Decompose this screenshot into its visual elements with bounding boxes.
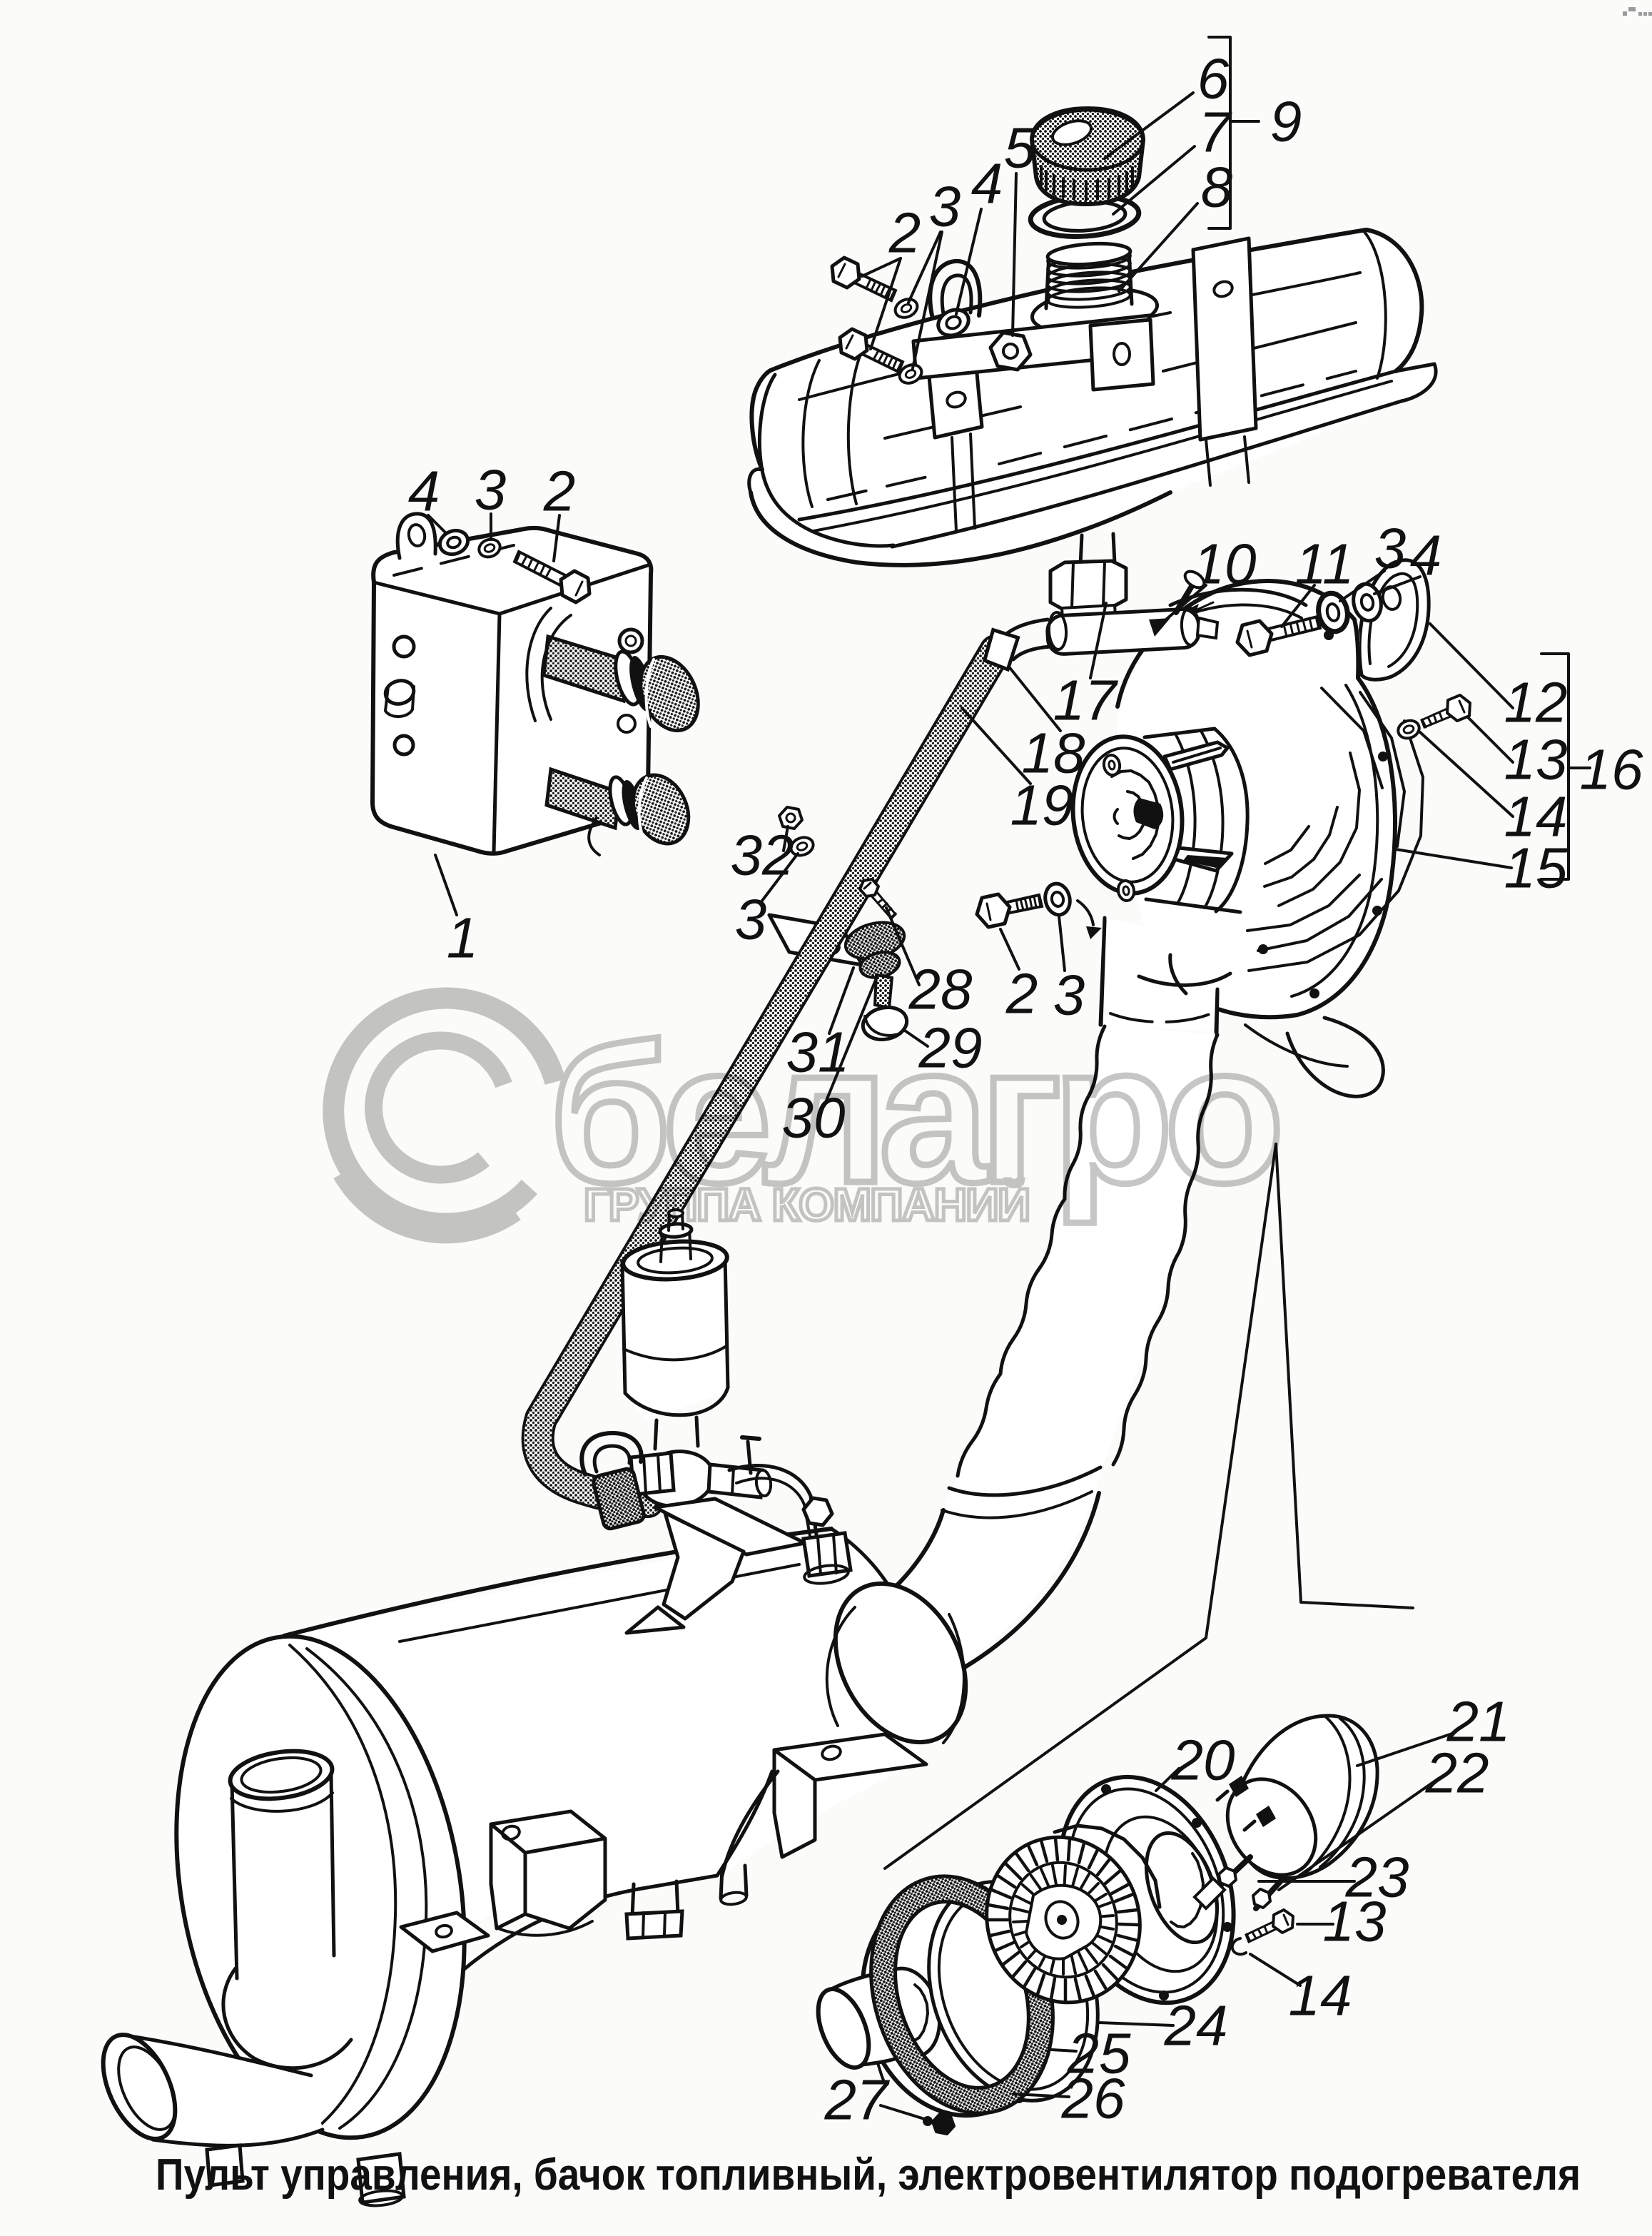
svg-text:19: 19 [1010,774,1074,837]
svg-text:12: 12 [1504,671,1568,734]
svg-text:2: 2 [543,460,576,523]
svg-text:15: 15 [1504,836,1568,900]
svg-text:17: 17 [1053,669,1118,732]
svg-text:11: 11 [1294,532,1354,596]
svg-text:4: 4 [408,460,440,523]
svg-text:25: 25 [1067,2022,1131,2085]
svg-text:6: 6 [1197,47,1230,111]
svg-text:7: 7 [1199,101,1232,164]
svg-text:21: 21 [1446,1690,1511,1754]
svg-text:20: 20 [1171,1729,1235,1792]
svg-text:13: 13 [1323,1890,1387,1953]
svg-text:16: 16 [1580,738,1643,801]
svg-text:1: 1 [447,906,479,970]
svg-text:13: 13 [1504,728,1568,791]
svg-text:27: 27 [824,2068,890,2132]
svg-text:9: 9 [1270,90,1302,153]
svg-text:ГРУППА КОМПАНИЙ: ГРУППА КОМПАНИЙ [584,1178,1030,1230]
svg-text:4: 4 [971,152,1003,216]
svg-text:4: 4 [1410,524,1442,587]
svg-text:2: 2 [1005,962,1038,1026]
svg-text:30: 30 [782,1086,846,1150]
svg-text:26: 26 [1061,2067,1125,2130]
svg-text:14: 14 [1504,785,1568,849]
svg-text:3: 3 [1053,963,1085,1027]
svg-text:23: 23 [1345,1846,1409,1909]
svg-text:3: 3 [929,175,961,238]
svg-text:2: 2 [888,201,921,265]
svg-text:22: 22 [1425,1741,1489,1805]
svg-text:5: 5 [1004,116,1036,180]
svg-text:3: 3 [475,458,507,522]
svg-text:8: 8 [1201,156,1233,219]
svg-text:14: 14 [1289,1964,1352,2028]
svg-text:белагро: белагро [549,1004,1284,1225]
svg-text:Пульт управления, бачок топлив: Пульт управления, бачок топливный, элект… [156,2150,1581,2200]
svg-text:3: 3 [1374,517,1407,580]
svg-text:28: 28 [908,958,973,1021]
svg-text:29: 29 [918,1016,983,1080]
svg-text:3: 3 [735,888,767,951]
svg-text:18: 18 [1022,722,1085,785]
svg-text:32: 32 [731,824,794,887]
